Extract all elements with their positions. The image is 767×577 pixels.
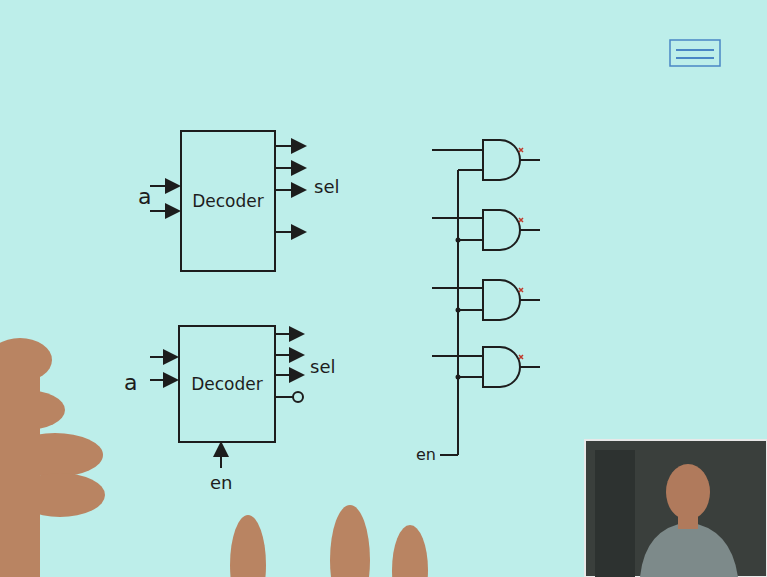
signal-name: en	[416, 447, 436, 463]
logo	[670, 40, 720, 66]
signal-name: en	[210, 474, 232, 492]
decoder-box: Decoder	[180, 130, 276, 272]
signal-name: sel	[314, 178, 339, 196]
video-inset	[585, 440, 767, 577]
signal-name: a	[138, 186, 151, 208]
block-title: Decoder	[192, 191, 264, 211]
and-gate	[483, 140, 520, 387]
block-title: Decoder	[191, 374, 263, 394]
input-arrow	[150, 185, 179, 187]
signal-name: a	[124, 372, 137, 394]
input-arrow	[150, 210, 179, 212]
red-mark	[519, 148, 523, 359]
signal-name: sel	[310, 358, 335, 376]
decoder-box: Decoder	[178, 325, 276, 443]
hand	[0, 338, 428, 577]
